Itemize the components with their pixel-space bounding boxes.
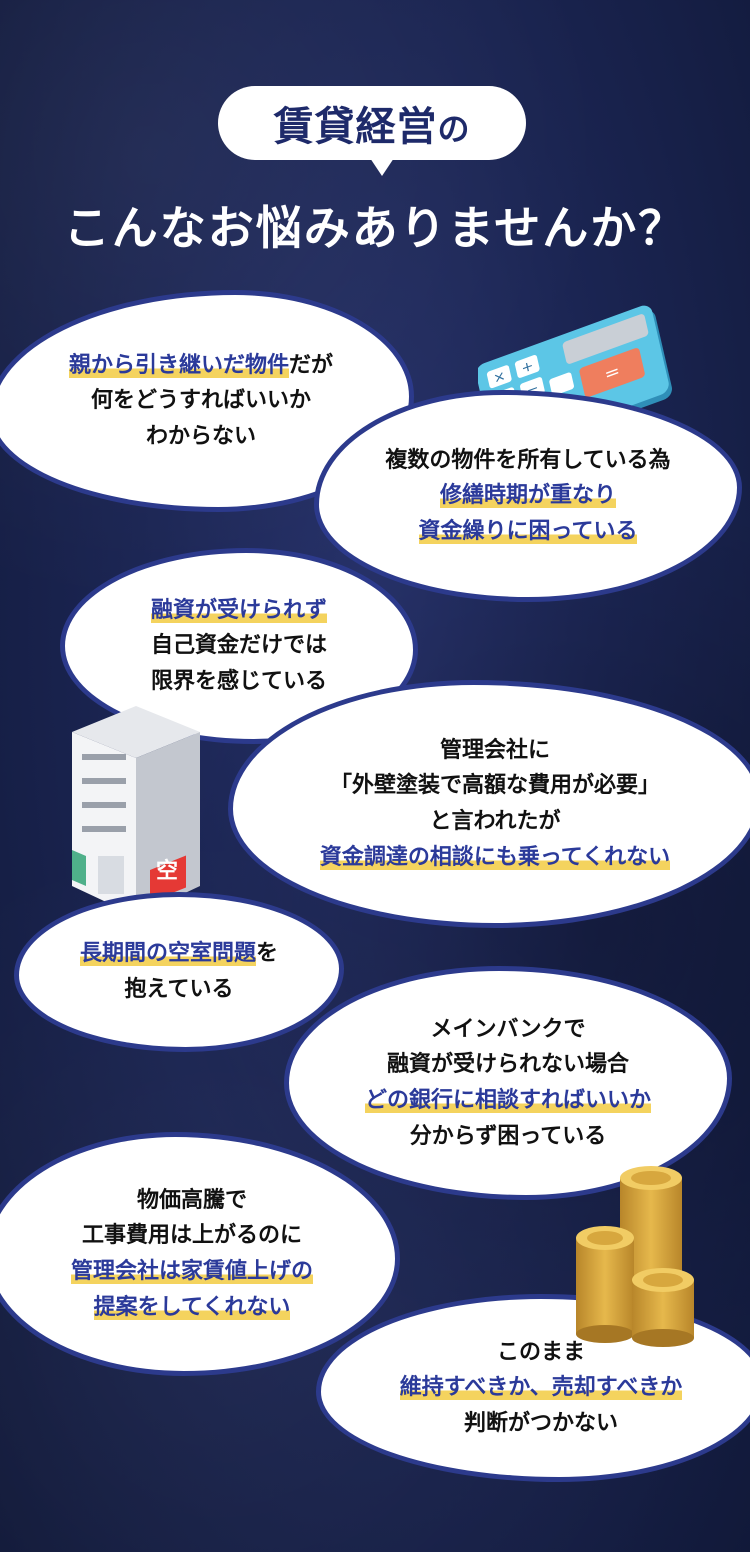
bubble-line: 管理会社に [440, 733, 550, 769]
title-speech-bubble: 賃貸経営の [218, 86, 526, 176]
bubble-line: 維持すべきか、売却すべきか [399, 1370, 683, 1406]
concern-bubble-5: 長期間の空室問題を抱えている [14, 892, 344, 1052]
bubble-line: と言われたが [430, 804, 561, 840]
svg-text:=: = [602, 361, 622, 386]
bubble-line: 長期間の空室問題を [79, 936, 279, 972]
bubble-line: 資金繰りに困っている [418, 514, 638, 550]
bubble-text: 管理会社に [439, 737, 550, 763]
highlighted-text: 提案をしてくれない [93, 1294, 291, 1320]
bubble-text: 判断がつかない [463, 1410, 618, 1436]
bubble-line: 管理会社は家賃値上げの [70, 1254, 313, 1290]
bubble-line: 親から引き継いだ物件だが [68, 348, 334, 384]
bubble-line: 物価高騰で [137, 1183, 247, 1219]
bubble-line: 複数の物件を所有している為 [385, 443, 670, 479]
bubble-line: 抱えている [125, 972, 234, 1008]
vacant-building-icon: 空 [72, 706, 200, 916]
concern-bubble-7: 物価高騰で工事費用は上がるのに管理会社は家賃値上げの提案をしてくれない [0, 1132, 400, 1376]
highlighted-text: 管理会社は家賃値上げの [70, 1259, 313, 1284]
highlighted-text: 資金繰りに困っている [418, 518, 638, 544]
bubble-line: 「外壁塗装で高額な費用が必要」 [330, 768, 660, 804]
concern-bubble-4: 管理会社に「外壁塗装で高額な費用が必要」と言われたが資金調達の相談にも乗ってくれ… [228, 680, 750, 928]
highlighted-text: 資金調達の相談にも乗ってくれない [319, 844, 671, 870]
highlighted-text: 維持すべきか、売却すべきか [399, 1375, 683, 1401]
bubble-text: 何をどうすればいいか [90, 388, 311, 414]
bubble-line: 限界を感じている [151, 664, 327, 700]
bubble-line: 判断がつかない [464, 1406, 618, 1442]
page-headline: こんなお悩みありませんか？ [63, 201, 687, 255]
svg-text:×: × [492, 368, 507, 387]
bubble-text: 限界を感じている [150, 668, 327, 694]
highlighted-text: 融資が受けられず [150, 597, 327, 623]
concern-bubble-1: 親から引き継いだ物件だが何をどうすればいいかわからない [0, 290, 414, 512]
bubble-line: メインバンクで [430, 1012, 585, 1048]
bubble-line: 融資が受けられない場合 [387, 1047, 629, 1083]
bubble-text: 自己資金だけでは [150, 633, 327, 659]
bubble-line: このまま [497, 1335, 585, 1371]
concern-bubble-6: メインバンクで融資が受けられない場合どの銀行に相談すればいいか分からず困っている [284, 966, 732, 1200]
bubble-text: と言われたが [429, 809, 561, 834]
bubble-line: 資金調達の相談にも乗ってくれない [319, 840, 671, 876]
coin-stacks-icon [576, 1166, 694, 1347]
bubble-line: どの銀行に相談すればいいか [364, 1083, 651, 1119]
bubble-text: このまま [496, 1339, 585, 1365]
bubble-line: 修繕時期が重なり [439, 478, 616, 514]
bubble-line: 何をどうすればいいか [91, 383, 311, 419]
bubble-text: わからない [145, 423, 256, 449]
bubble-text: 「外壁塗装で高額な費用が必要」 [329, 773, 660, 799]
highlighted-text: どの銀行に相談すればいいか [364, 1088, 651, 1113]
vacancy-sign-text: 空 [156, 858, 178, 884]
bubble-text: 分からず困っている [409, 1123, 607, 1149]
bubble-text: 融資が受けられない場合 [386, 1052, 629, 1078]
bubble-text: メインバンクで [430, 1016, 586, 1042]
bubble-text: 抱えている [124, 977, 234, 1002]
bubble-line: 自己資金だけでは [151, 628, 327, 664]
highlighted-text: 長期間の空室問題 [79, 941, 256, 967]
title-pill-text: 賃貸経営の [273, 104, 471, 150]
bubble-text: 複数の物件を所有している為 [385, 447, 671, 473]
highlighted-text: 修繕時期が重なり [439, 483, 616, 509]
bubble-text: 物価高騰で [136, 1187, 247, 1213]
bubble-line: 分からず困っている [410, 1119, 606, 1155]
concern-bubble-2: 複数の物件を所有している為修繕時期が重なり資金繰りに困っている [314, 390, 742, 602]
bubble-line: 工事費用は上がるのに [82, 1218, 302, 1254]
bubble-line: わからない [146, 419, 256, 455]
highlighted-text: 親から引き継いだ物件 [68, 352, 289, 378]
bubble-line: 提案をしてくれない [93, 1290, 291, 1326]
bubble-text: 工事費用は上がるのに [81, 1223, 302, 1249]
svg-text:+: + [520, 358, 535, 377]
bubble-line: 融資が受けられず [150, 593, 327, 629]
bubble-text: だが [289, 352, 334, 378]
bubble-text: を [256, 941, 279, 967]
